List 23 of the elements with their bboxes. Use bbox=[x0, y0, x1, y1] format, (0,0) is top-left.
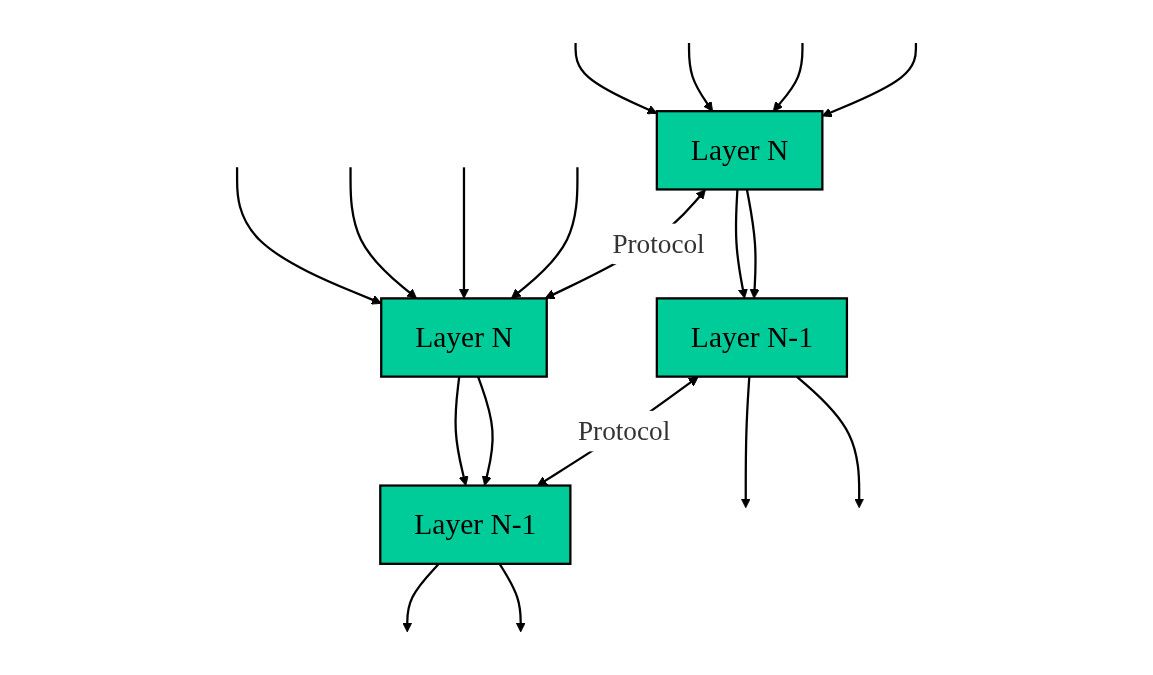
arrow bbox=[459, 167, 469, 299]
node-box: Layer N bbox=[380, 297, 548, 378]
arrow bbox=[821, 43, 918, 118]
arrow bbox=[574, 43, 658, 115]
arrow bbox=[734, 189, 748, 299]
node-box: Layer N bbox=[655, 110, 824, 191]
arrow bbox=[772, 43, 804, 112]
arrow bbox=[454, 376, 469, 486]
arrow bbox=[544, 189, 706, 299]
arrow bbox=[510, 167, 579, 299]
arrow bbox=[498, 563, 526, 633]
arrow bbox=[477, 376, 494, 486]
arrow bbox=[745, 189, 760, 299]
arrow bbox=[235, 167, 382, 305]
arrow bbox=[402, 563, 440, 633]
arrow bbox=[687, 43, 713, 112]
arrow bbox=[349, 167, 417, 299]
arrow bbox=[537, 376, 699, 486]
edge-label: Protocol bbox=[577, 416, 671, 446]
arrow bbox=[740, 376, 751, 509]
node-box: Layer N-1 bbox=[379, 484, 572, 565]
edge-label: Protocol bbox=[612, 229, 705, 259]
node-box: Layer N-1 bbox=[655, 297, 849, 378]
